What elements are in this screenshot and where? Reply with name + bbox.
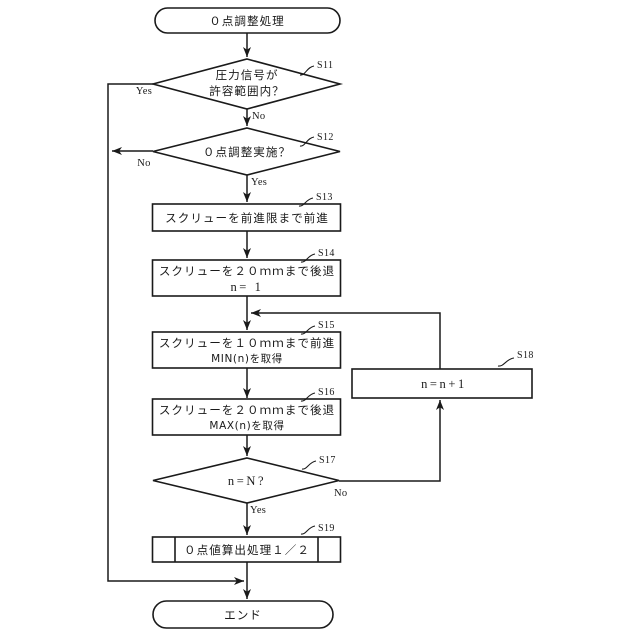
s13-text-line1: スクリューを前進限まで前進 <box>165 211 329 225</box>
s15-text-line2: MIN(n)を取得 <box>211 353 283 365</box>
start-label: ０点調整処理 <box>209 14 285 28</box>
s17-text-line1: n=N? <box>228 474 266 488</box>
s14-leader <box>300 253 316 263</box>
s14-text-line2: n= 1 <box>230 280 263 294</box>
s11-leader <box>299 65 315 76</box>
s16-text-line1: スクリューを２０ｍｍまで後退 <box>159 403 335 417</box>
s14-ref-label: S14 <box>318 248 335 259</box>
s17-leader <box>301 460 317 470</box>
s13-ref-label: S13 <box>316 192 333 203</box>
s15-process-box <box>151 331 342 369</box>
s16-ref-label: S16 <box>318 387 335 398</box>
edge-s17-no-to-s18 <box>339 400 444 482</box>
s12-text-line1: ０点調整実施？ <box>203 145 291 159</box>
s14-process-box <box>151 259 342 297</box>
end-label: エンド <box>224 608 262 622</box>
s12-ref-label: S12 <box>317 132 334 143</box>
s11-text-line1: 圧力信号が <box>216 68 279 82</box>
s19-ref-label: S19 <box>318 523 335 534</box>
s19-text-line1: ０点値算出処理１／２ <box>184 543 310 557</box>
s18-text-line1: n=n+1 <box>421 377 467 391</box>
s18-process-box <box>351 368 533 399</box>
s17-no-label: No <box>334 488 347 499</box>
s17-ref-label: S17 <box>319 455 336 466</box>
s18-leader <box>497 357 515 367</box>
s15-leader <box>300 325 316 335</box>
s12-no-label: No <box>137 158 150 169</box>
s19-leader <box>300 525 316 535</box>
s17-yes-label: Yes <box>250 505 266 516</box>
s12-yes-label: Yes <box>251 177 267 188</box>
s11-decision-diamond <box>149 58 344 110</box>
s12-leader <box>299 136 315 147</box>
s11-no-label: No <box>252 111 265 122</box>
edge-s11-yes-left-route <box>107 83 244 585</box>
s12-decision-diamond <box>152 127 341 176</box>
s15-text-line1: スクリューを１０ｍｍまで前進 <box>159 336 335 350</box>
edge-s18-to-loop-merge <box>251 309 441 369</box>
s13-process-box <box>151 203 342 232</box>
s16-process-box <box>151 398 342 436</box>
s11-ref-label: S11 <box>317 60 333 71</box>
s16-leader <box>300 392 316 402</box>
s11-text-line2: 許容範囲内？ <box>209 84 285 98</box>
s16-text-line2: MAX(n)を取得 <box>209 420 284 432</box>
s14-text-line1: スクリューを２０ｍｍまで後退 <box>159 264 335 278</box>
s17-decision-diamond <box>152 457 340 504</box>
s15-ref-label: S15 <box>318 320 335 331</box>
s11-yes-label: Yes <box>136 86 152 97</box>
end-terminator <box>152 600 334 629</box>
s13-leader <box>298 197 314 207</box>
start-terminator <box>154 7 341 34</box>
s18-ref-label: S18 <box>517 350 534 361</box>
s19-predefined-process-box <box>151 536 342 563</box>
